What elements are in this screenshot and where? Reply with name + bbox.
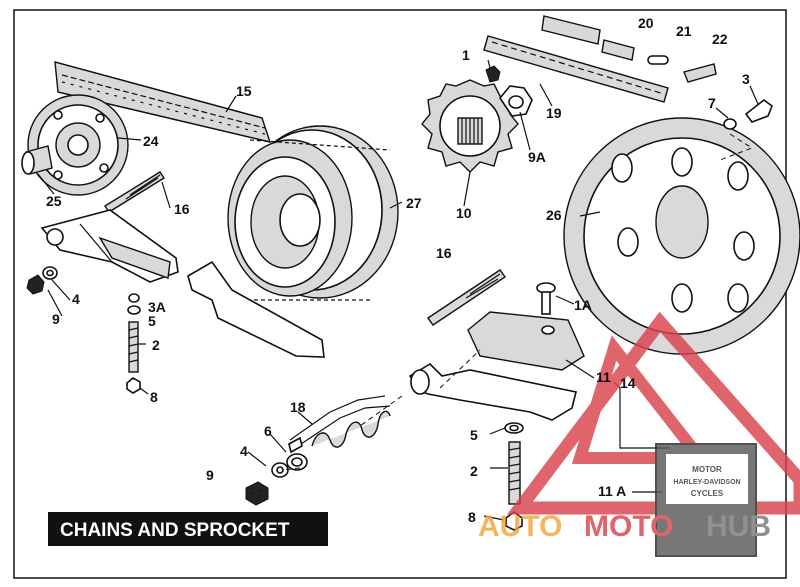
callout-21: 21 [676, 23, 692, 39]
center-fasteners [504, 422, 524, 531]
callout-6: 6 [264, 423, 272, 439]
callout-2-center: 2 [470, 463, 478, 479]
callout-9-left: 9 [52, 311, 60, 327]
watermark-auto: AUTO [478, 510, 562, 543]
callout-27: 27 [406, 195, 422, 211]
watermark-moto: MOTO [584, 510, 673, 543]
callout-2-left: 2 [152, 337, 160, 353]
callout-19: 19 [546, 105, 562, 121]
automotohub-watermark: MOTOR HARLEY-DAVIDSON CYCLES AUTO MOTO H… [478, 311, 800, 557]
clutch-sprocket [21, 94, 129, 196]
callout-3: 3 [742, 71, 750, 87]
watermark-triangle-inner [571, 335, 713, 464]
callout-9a: 9A [528, 149, 546, 165]
diagram-title-box: CHAINS AND SPROCKET [48, 512, 328, 546]
callout-18: 18 [290, 399, 306, 415]
bolt-1a [536, 282, 556, 315]
callout-26: 26 [546, 207, 562, 223]
callout-10: 10 [456, 205, 472, 221]
chain-adjuster-left [40, 209, 179, 283]
chain-guard [187, 260, 325, 358]
callout-8-center: 8 [468, 509, 476, 525]
callout-3a: 3A [148, 299, 166, 315]
rear-hub-drum [227, 125, 399, 301]
callout-24: 24 [143, 133, 159, 149]
adjuster-spring-assembly [245, 395, 391, 506]
callout-15: 15 [236, 83, 252, 99]
callout-14: 14 [620, 375, 636, 391]
watermark-hub: HUB [706, 510, 771, 543]
callout-4-left: 4 [72, 291, 80, 307]
watermark-badge-bottom: CYCLES [691, 489, 724, 498]
callout-11a: 11 A [598, 483, 626, 499]
callout-20: 20 [638, 15, 654, 31]
callout-1: 1 [462, 47, 470, 63]
callout-16-upper: 16 [174, 201, 190, 217]
callout-9-center: 9 [206, 467, 214, 483]
chain-shoe-bracket [359, 311, 585, 427]
left-fasteners [26, 266, 141, 394]
diagram-frame [13, 9, 787, 579]
callout-4-center: 4 [240, 443, 248, 459]
callout-1a: 1A [574, 297, 592, 313]
callout-5-left: 5 [148, 313, 156, 329]
callout-16-lower: 16 [436, 245, 452, 261]
watermark-badge-mid: HARLEY-DAVIDSON [673, 479, 740, 486]
callout-11: 11 [596, 369, 611, 385]
callout-7: 7 [708, 95, 716, 111]
secondary-chain [483, 15, 717, 103]
watermark-triangle-outer [506, 311, 800, 515]
watermark-badge-top: MOTOR [692, 465, 722, 474]
stud-lower [427, 269, 506, 326]
diagram-title: CHAINS AND SPROCKET [60, 520, 290, 541]
callout-5-center: 5 [470, 427, 478, 443]
callout-labels: 15 24 25 16 27 1 9A 10 19 20 21 22 3 7 2… [46, 15, 750, 525]
rear-sprocket [563, 98, 800, 355]
transmission-sprocket [421, 65, 533, 173]
callout-22: 22 [712, 31, 728, 47]
callout-25: 25 [46, 193, 62, 209]
callout-8-left: 8 [150, 389, 158, 405]
